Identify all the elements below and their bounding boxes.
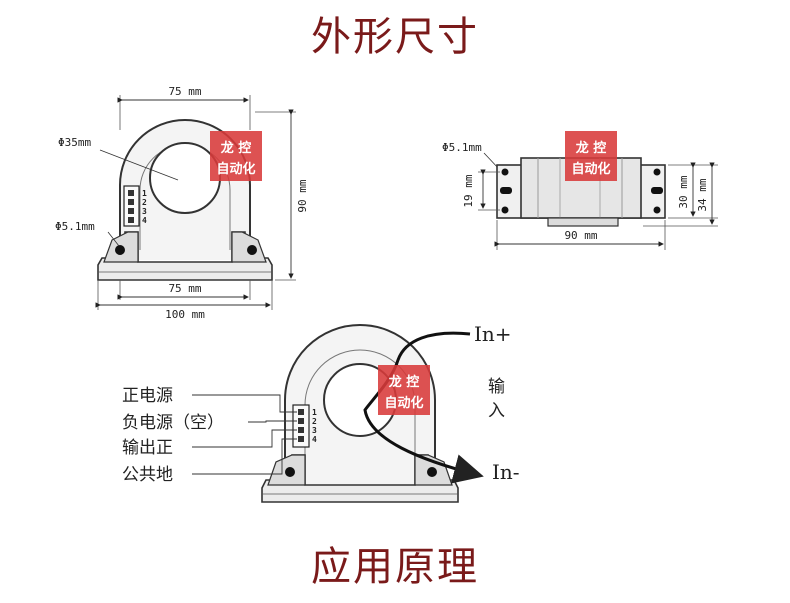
dim-height: 90 mm	[296, 179, 309, 212]
dim-hole-diameter: Φ35mm	[58, 136, 91, 149]
mount-hole-left	[115, 245, 125, 255]
label-in-minus: In-	[492, 460, 520, 484]
svg-text:龙 控: 龙 控	[221, 140, 252, 156]
connector	[123, 185, 140, 227]
label-common-ground: 公共地	[122, 465, 173, 485]
svg-text:自动化: 自动化	[571, 161, 610, 177]
mount-hole-right	[247, 245, 257, 255]
application-view: 1 2 3 4 正电源 负电源（空） 输出正 公共地 In+ In- 输 入	[122, 322, 520, 503]
dim-mount-hole: Φ5.1mm	[55, 220, 95, 233]
label-negative-power: 负电源（空）	[122, 413, 224, 433]
pin-label: 4	[142, 216, 147, 225]
label-output-positive: 输出正	[122, 438, 173, 458]
dim-side-mount-hole: Φ5.1mm	[442, 141, 482, 154]
dim-top-width: 75 mm	[168, 85, 201, 98]
label-input-1: 输	[488, 377, 505, 397]
label-positive-power: 正电源	[122, 386, 173, 406]
dim-hole-spacing: 19 mm	[462, 174, 475, 207]
app-pin-label: 2	[312, 417, 317, 426]
svg-text:龙 控: 龙 控	[389, 374, 420, 390]
center-hole	[149, 142, 221, 214]
watermark-logo: 龙 控 自动化	[378, 365, 430, 415]
svg-text:自动化: 自动化	[384, 395, 423, 411]
svg-text:龙 控: 龙 控	[576, 140, 607, 156]
pin-label: 2	[142, 198, 147, 207]
app-pin-label: 1	[312, 408, 317, 417]
svg-text:自动化: 自动化	[216, 161, 255, 177]
pin-label: 1	[142, 189, 147, 198]
app-pin-label: 3	[312, 426, 317, 435]
title-application: 应用原理	[311, 544, 479, 590]
label-in-plus: In+	[474, 322, 512, 346]
pin-label: 3	[142, 207, 147, 216]
dim-total-width: 100 mm	[165, 308, 205, 321]
title-dimensions: 外形尺寸	[311, 14, 479, 60]
dim-side-length: 90 mm	[564, 229, 597, 242]
front-view: 75 mm 1 2 3 4 Φ35mm Φ5.1mm 90 mm	[55, 85, 309, 321]
dim-base-width: 75 mm	[168, 282, 201, 295]
dim-height-inner: 30 mm	[677, 175, 690, 208]
app-pin-label: 4	[312, 435, 317, 444]
watermark-logo: 龙 控 自动化	[565, 131, 617, 181]
label-input-2: 入	[488, 401, 505, 421]
watermark-logo: 龙 控 自动化	[210, 131, 262, 181]
conductor-wire	[363, 331, 484, 484]
dim-height-outer: 34 mm	[696, 178, 709, 211]
